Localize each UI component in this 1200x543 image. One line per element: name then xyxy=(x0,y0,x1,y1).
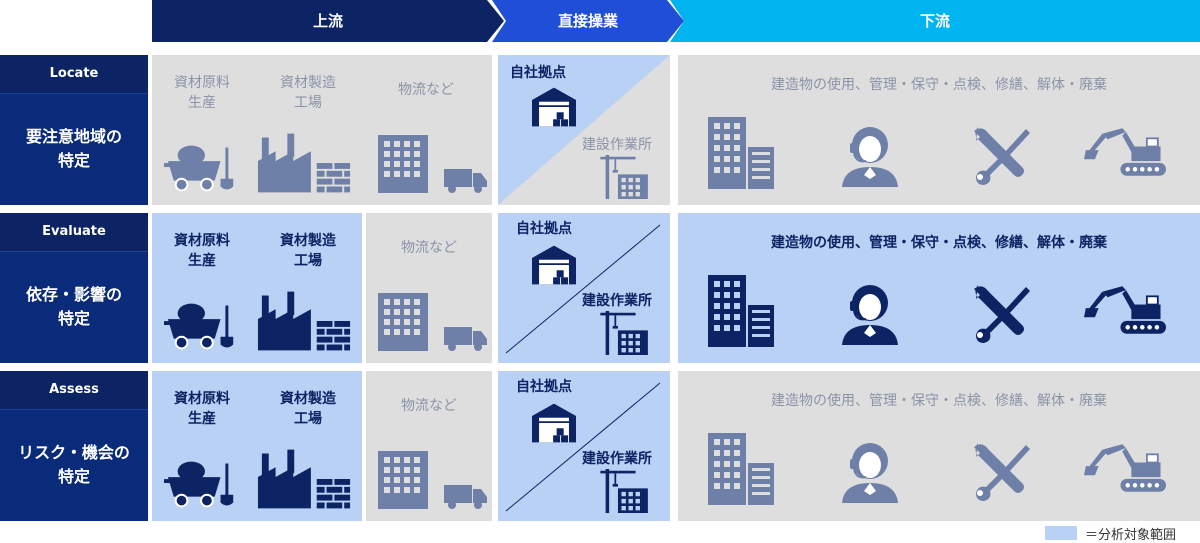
direct-cell-evaluate: 自社拠点 建設作業所 xyxy=(498,213,670,363)
row-tag: Locate xyxy=(0,55,148,94)
own-site-label: 自社拠点 xyxy=(516,379,572,395)
warehouse-icon xyxy=(532,245,576,285)
mining-cart-icon xyxy=(164,301,242,351)
office-building-icon xyxy=(708,433,774,505)
building-truck-icon xyxy=(378,133,488,193)
row-locate: Locate 要注意地域の 特定 xyxy=(0,55,148,205)
building-truck-icon xyxy=(378,449,488,509)
direct-cell-assess: 自社拠点 建設作業所 xyxy=(498,371,670,521)
excavator-icon xyxy=(1084,125,1166,179)
row-tag: Assess xyxy=(0,371,148,410)
header-direct-label: 直接操業 xyxy=(557,12,618,30)
tools-icon xyxy=(972,441,1032,501)
header-downstream-label: 下流 xyxy=(919,12,950,30)
manufacturing-label: 資材製造 工場 xyxy=(280,75,336,111)
raw-material-label: 資材原料 生産 xyxy=(174,391,230,427)
construction-site-label: 建設作業所 xyxy=(582,293,652,309)
warehouse-icon xyxy=(532,403,576,443)
row-title: リスク・機会の 特定 xyxy=(18,443,130,486)
factory-icon xyxy=(256,133,354,193)
raw-material-label: 資材原料 生産 xyxy=(174,233,230,269)
building-truck-icon xyxy=(378,291,488,351)
row-evaluate: Evaluate 依存・影響の 特定 xyxy=(0,213,148,363)
manufacturing-label: 資材製造 工場 xyxy=(280,391,336,427)
downstream-cell-assess: 建造物の使用、管理・保守・点検、修繕、解体・廃棄 xyxy=(678,371,1200,521)
downstream-cell-locate: 建造物の使用、管理・保守・点検、修繕、解体・廃棄 xyxy=(678,55,1200,205)
crane-icon xyxy=(598,311,652,355)
row-title: 要注意地域の 特定 xyxy=(25,127,122,170)
construction-site-label: 建設作業所 xyxy=(582,451,652,467)
direct-cell-locate: 自社拠点 建設作業所 xyxy=(498,55,670,205)
factory-icon xyxy=(256,291,354,351)
own-site-label: 自社拠点 xyxy=(510,65,566,81)
own-site-label: 自社拠点 xyxy=(516,221,572,237)
downstream-desc: 建造物の使用、管理・保守・点検、修繕、解体・廃棄 xyxy=(771,77,1107,93)
office-building-icon xyxy=(708,275,774,347)
logistics-label: 物流など xyxy=(401,240,457,256)
warehouse-icon xyxy=(532,87,576,127)
excavator-icon xyxy=(1084,441,1166,495)
factory-icon xyxy=(256,449,354,509)
upstream-materials-cell-assess: 資材原料 生産 資材製造 工場 xyxy=(152,371,362,521)
tools-icon xyxy=(972,125,1032,185)
mining-cart-icon xyxy=(164,459,242,509)
upstream-cell-locate: 資材原料 生産 資材製造 工場 物流など xyxy=(152,55,492,205)
header-upstream: 上流 xyxy=(152,0,504,42)
office-building-icon xyxy=(708,117,774,189)
legend-label: ＝分析対象範囲 xyxy=(1085,528,1177,543)
logistics-label: 物流など xyxy=(398,82,454,98)
header-downstream: 下流 xyxy=(670,0,1200,42)
row-assess: Assess リスク・機会の 特定 xyxy=(0,371,148,521)
upstream-logistics-cell-evaluate: 物流など xyxy=(366,213,492,363)
crane-icon xyxy=(598,155,652,199)
upstream-logistics-cell-assess: 物流など xyxy=(366,371,492,521)
downstream-desc: 建造物の使用、管理・保守・点検、修繕、解体・廃棄 xyxy=(771,235,1107,251)
downstream-desc: 建造物の使用、管理・保守・点検、修繕、解体・廃棄 xyxy=(771,393,1107,409)
logistics-label: 物流など xyxy=(401,398,457,414)
raw-material-label: 資材原料 生産 xyxy=(174,75,230,111)
tools-icon xyxy=(972,283,1032,343)
header-direct: 直接操業 xyxy=(492,0,684,42)
row-tag: Evaluate xyxy=(0,213,148,252)
operator-icon xyxy=(840,439,900,503)
crane-icon xyxy=(598,469,652,513)
excavator-icon xyxy=(1084,283,1166,337)
upstream-materials-cell-evaluate: 資材原料 生産 資材製造 工場 xyxy=(152,213,362,363)
row-title: 依存・影響の 特定 xyxy=(25,285,122,328)
construction-site-label: 建設作業所 xyxy=(582,137,652,153)
header-upstream-label: 上流 xyxy=(312,12,343,30)
downstream-cell-evaluate: 建造物の使用、管理・保守・点検、修繕、解体・廃棄 xyxy=(678,213,1200,363)
manufacturing-label: 資材製造 工場 xyxy=(280,233,336,269)
legend-swatch xyxy=(1045,526,1077,540)
operator-icon xyxy=(840,281,900,345)
mining-cart-icon xyxy=(164,143,242,193)
operator-icon xyxy=(840,123,900,187)
